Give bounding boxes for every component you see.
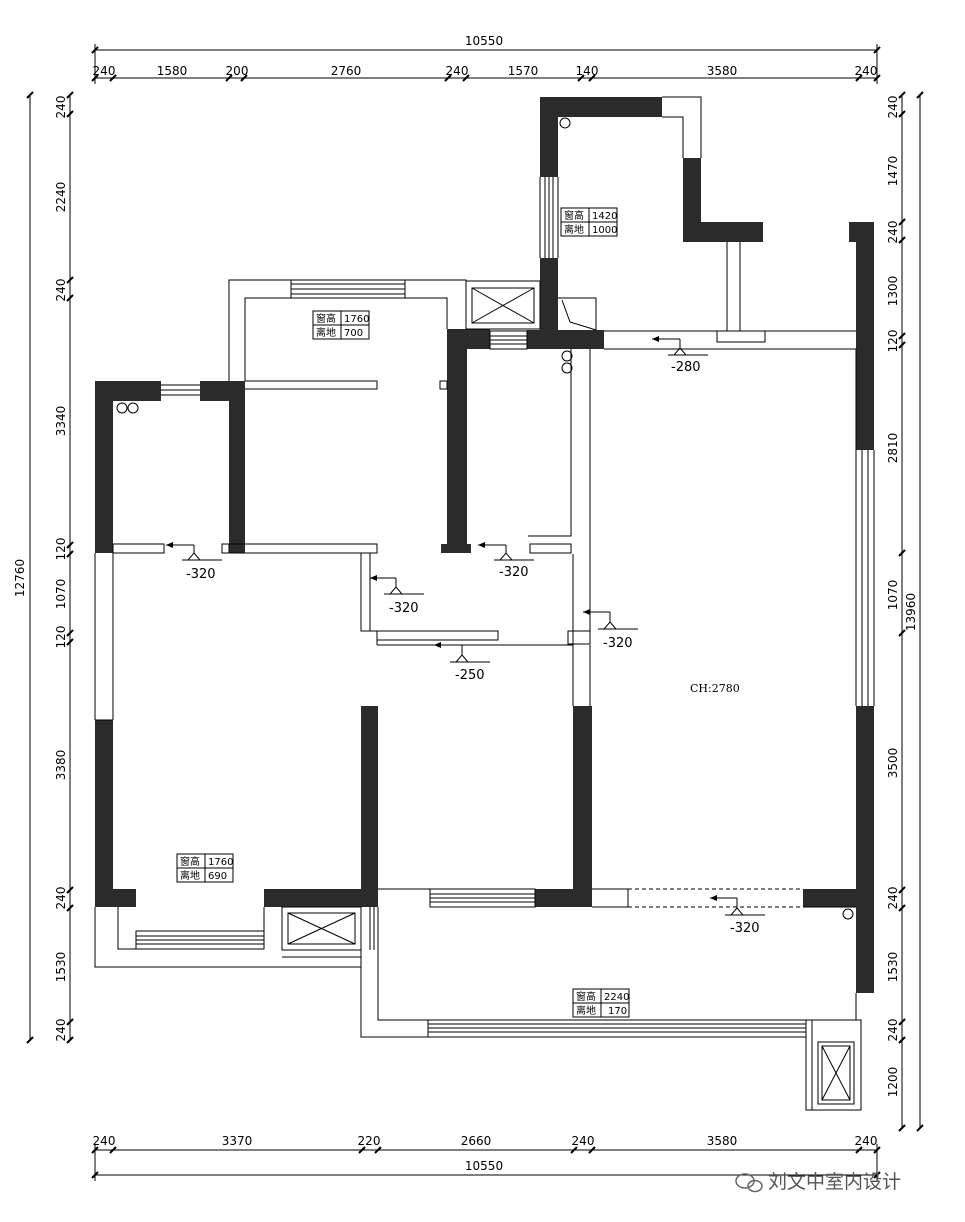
- window-height-value: 1420: [592, 211, 617, 222]
- bottom-dim-label: 220: [358, 1134, 381, 1148]
- left-dim-label: 120: [54, 626, 68, 649]
- window-ground-label: 离地: [564, 223, 584, 236]
- bottom-dim-label: 240: [93, 1134, 116, 1148]
- pipe-icon: [561, 350, 573, 362]
- window-height-value: 1760: [344, 314, 369, 325]
- top-total-label: 10550: [465, 34, 503, 48]
- pipe-icon: [116, 402, 128, 414]
- window-height-label: 窗高: [316, 312, 336, 325]
- window-height-value: 2240: [604, 992, 629, 1003]
- window-height-label: 窗高: [180, 855, 200, 868]
- structural-walls: [95, 97, 874, 993]
- bottom-dim-label: 3370: [222, 1134, 253, 1148]
- window-tag-kitchen: 窗高 1420 离地 1000: [560, 207, 618, 237]
- partition-lines: [94, 96, 875, 1111]
- right-dim-label: 240: [886, 96, 900, 119]
- window-tag-top-room: 窗高 1760 离地 700: [312, 310, 370, 340]
- right-dim-label: 240: [886, 887, 900, 910]
- level-label: -320: [603, 636, 633, 651]
- level-marker-bedroom-left: -320: [166, 542, 222, 582]
- window-height-value: 1760: [208, 857, 233, 868]
- left-dim-label: 240: [54, 96, 68, 119]
- top-dim-label: 240: [93, 64, 116, 78]
- top-dim-label: 1580: [157, 64, 188, 78]
- dimension-ticks: [26, 46, 924, 1179]
- right-dim-label: 3500: [886, 748, 900, 779]
- left-dim-label: 2240: [54, 182, 68, 213]
- dimension-lines: [29, 44, 921, 1181]
- left-dim-label: 1070: [54, 579, 68, 610]
- wechat-icon: [735, 1173, 763, 1193]
- bottom-dim-label: 240: [855, 1134, 878, 1148]
- window-height-label: 窗高: [564, 209, 584, 222]
- level-marker-balcony-top: -280: [652, 336, 708, 375]
- top-dim-label: 200: [226, 64, 249, 78]
- top-dim-label: 240: [855, 64, 878, 78]
- level-marker-balcony-bottom: -320: [710, 895, 765, 936]
- right-dim-label: 120: [886, 330, 900, 353]
- left-dimension-labels: 12760 240 2240 240 3340 120 1070 120 338…: [13, 96, 68, 1042]
- pipe-icon: [561, 362, 573, 374]
- top-dim-label: 140: [576, 64, 599, 78]
- window-ground-value: 1000: [592, 225, 617, 236]
- level-label: -320: [186, 567, 216, 582]
- left-dim-label: 3340: [54, 406, 68, 437]
- level-label: -320: [499, 565, 529, 580]
- left-total-label: 12760: [13, 559, 27, 597]
- window-height-label: 窗高: [576, 990, 596, 1003]
- left-dim-label: 240: [54, 1019, 68, 1042]
- right-dim-label: 1530: [886, 952, 900, 983]
- top-dim-label: 3580: [707, 64, 738, 78]
- level-marker-bath: -320: [478, 542, 534, 580]
- window-tag-bedroom: 窗高 1760 离地 690: [176, 853, 234, 883]
- level-label: -320: [389, 601, 419, 616]
- right-dim-label: 2810: [886, 433, 900, 464]
- left-dim-label: 240: [54, 887, 68, 910]
- window-ground-label: 离地: [576, 1004, 596, 1017]
- bottom-dimension-labels: 10550 240 3370 220 2660 240 3580 240: [93, 1134, 878, 1173]
- bottom-dim-label: 240: [572, 1134, 595, 1148]
- level-label: -320: [730, 921, 760, 936]
- top-dim-label: 2760: [331, 64, 362, 78]
- pipe-markers: [116, 117, 854, 920]
- pipe-icon: [127, 402, 139, 414]
- level-marker-hall: -320: [370, 575, 424, 616]
- bottom-dim-label: 3580: [707, 1134, 738, 1148]
- window-ground-label: 离地: [180, 869, 200, 882]
- top-dim-label: 240: [446, 64, 469, 78]
- right-dim-label: 1300: [886, 276, 900, 307]
- window-ground-value: 690: [208, 871, 227, 882]
- left-dim-label: 240: [54, 279, 68, 302]
- top-dimension-labels: 10550 240 1580 200 2760 240 1570 140 358…: [93, 34, 878, 78]
- bottom-dim-label: 2660: [461, 1134, 492, 1148]
- window-ground-value: 170: [608, 1006, 627, 1017]
- level-label: -280: [671, 360, 701, 375]
- right-dim-label: 1470: [886, 156, 900, 187]
- watermark-text: 刘文中室内设计: [768, 1171, 901, 1193]
- level-marker-living: -320: [583, 609, 638, 651]
- window-ground-value: 700: [344, 328, 363, 339]
- top-dim-label: 1570: [508, 64, 539, 78]
- pipe-icon: [842, 908, 854, 920]
- level-marker-corridor: -250: [434, 642, 490, 683]
- window-ground-label: 离地: [316, 326, 336, 339]
- right-dim-label: 1200: [886, 1067, 900, 1098]
- watermark: 刘文中室内设计: [735, 1171, 901, 1193]
- right-total-label: 13960: [904, 593, 918, 631]
- right-dim-label: 1070: [886, 580, 900, 611]
- bottom-total-label: 10550: [465, 1159, 503, 1173]
- ceiling-height-label: CH:2780: [690, 682, 740, 695]
- left-dim-label: 120: [54, 538, 68, 561]
- right-dim-label: 240: [886, 1019, 900, 1042]
- right-dim-label: 240: [886, 221, 900, 244]
- pipe-icon: [559, 117, 571, 129]
- window-tag-balcony: 窗高 2240 离地 170: [572, 988, 630, 1018]
- level-label: -250: [455, 668, 485, 683]
- left-dim-label: 3380: [54, 750, 68, 781]
- right-dimension-labels: 13960 240 1470 240 1300 120 2810 1070 35…: [886, 96, 918, 1098]
- left-dim-label: 1530: [54, 952, 68, 983]
